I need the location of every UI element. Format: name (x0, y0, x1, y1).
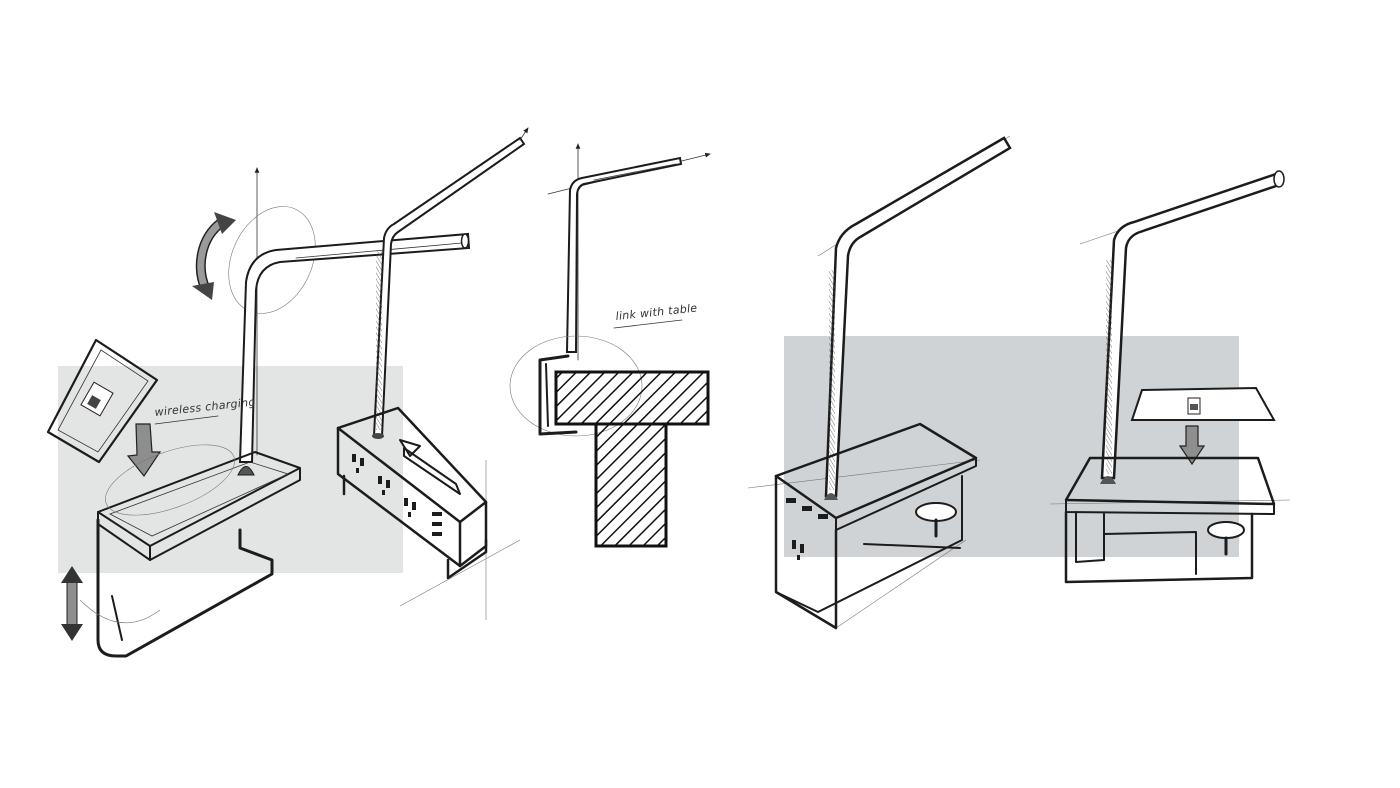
socket-icon (786, 498, 828, 560)
charging-pad-icon (1130, 386, 1276, 421)
sketch-lamp-charging-pad (1049, 170, 1291, 584)
link-with-table-note: link with table (615, 301, 698, 323)
sketch-lamp-desk-unit-stool (747, 135, 1012, 630)
sketch-lamp-power-strip (336, 127, 529, 620)
down-arrow-icon (1178, 425, 1206, 466)
phone-icon (46, 338, 159, 464)
updown-arrow-icon (61, 566, 83, 641)
socket-icon (352, 454, 442, 536)
sketch-lamp-table-clamp: link with table (509, 143, 711, 548)
hatched-section (554, 370, 710, 426)
rotate-arrow-icon (192, 212, 236, 300)
down-arrow-icon (126, 423, 162, 478)
backdrop-right (784, 336, 1239, 557)
